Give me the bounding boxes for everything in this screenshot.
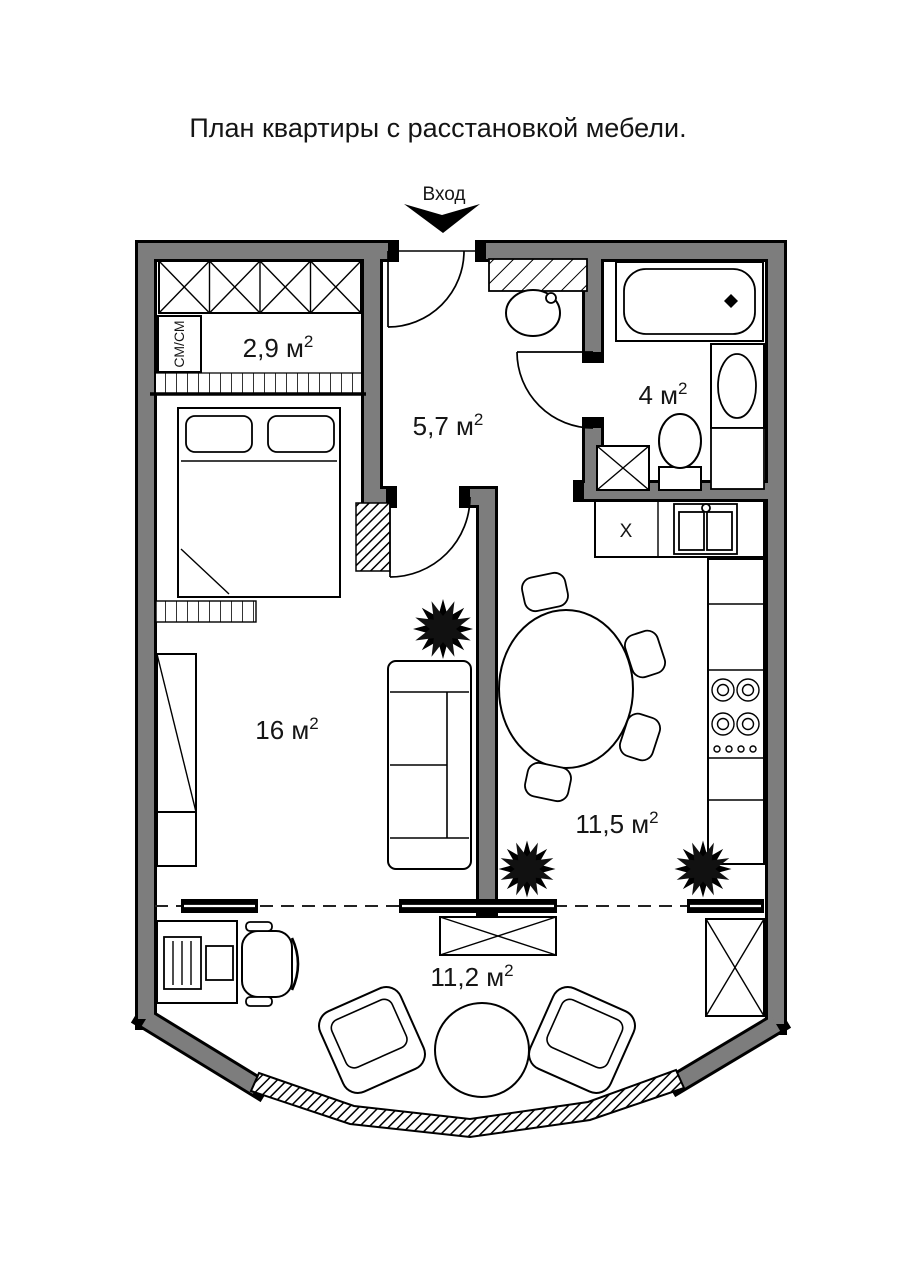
chair xyxy=(521,571,569,613)
page-title: План квартиры с расстановкой мебели. xyxy=(189,113,686,143)
room-door xyxy=(389,496,471,578)
balcony-area-label: 11,2 м2 xyxy=(430,961,513,992)
hob-label: X xyxy=(620,521,633,542)
chair xyxy=(623,629,667,679)
dining-table xyxy=(498,609,634,769)
bathroom-door xyxy=(516,351,594,429)
stove xyxy=(711,678,760,753)
wardrobe-crossed xyxy=(158,260,362,314)
window-sill xyxy=(687,899,764,913)
crossed-cabinet xyxy=(705,918,765,1017)
hanger-rail xyxy=(150,372,366,396)
kitchen-sink xyxy=(673,503,738,555)
sofa xyxy=(387,660,472,870)
dresser-rail xyxy=(155,600,257,623)
toilet xyxy=(658,413,702,491)
entrance-door xyxy=(387,250,465,328)
crossed-bench xyxy=(439,916,557,956)
bedroom-furniture xyxy=(155,407,472,870)
chair xyxy=(524,761,572,803)
kitchen-area-label: 11,5 м2 xyxy=(575,808,658,839)
chair xyxy=(618,712,662,762)
kitchen-counter-right xyxy=(707,558,765,865)
doors xyxy=(387,250,594,578)
balcony-furniture xyxy=(156,918,765,1100)
bed xyxy=(177,407,341,598)
kitchen-counter-top: X xyxy=(594,500,765,558)
closet-furniture: СМ/СМ xyxy=(150,260,366,396)
bathroom-fixtures xyxy=(488,258,765,491)
armchair xyxy=(312,980,432,1100)
armchair xyxy=(522,980,642,1100)
round-table xyxy=(434,1002,530,1098)
closet-area-label: 2,9 м2 xyxy=(243,332,314,363)
vanity-basin xyxy=(710,343,765,490)
entry-console-sink xyxy=(488,258,588,337)
washer-label: СМ/СМ xyxy=(171,320,187,367)
duct-shaft xyxy=(355,502,391,572)
hallway-area-label: 5,7 м2 xyxy=(413,410,484,441)
washing-machine: СМ/СМ xyxy=(157,315,202,373)
bathroom-area-label: 4 м2 xyxy=(638,379,687,410)
kitchen-fixtures: X xyxy=(498,500,765,865)
desk xyxy=(156,920,238,1004)
window-sill xyxy=(181,899,258,913)
plant-icon xyxy=(489,831,565,907)
bath-washer-crossed xyxy=(596,445,650,491)
desk-chair xyxy=(241,921,300,1007)
plant-icon xyxy=(403,589,483,669)
entrance-marker: Вход xyxy=(404,184,480,233)
balcony-window-wall xyxy=(155,899,764,956)
balcony-glazing xyxy=(249,1068,686,1139)
dining-chairs xyxy=(521,571,667,803)
tall-wardrobe xyxy=(156,653,197,867)
bathtub xyxy=(615,261,764,342)
room-labels: 2,9 м2 5,7 м2 4 м2 16 м2 11,5 м2 11,2 м2 xyxy=(243,332,688,992)
living-room-area-label: 16 м2 xyxy=(255,714,319,745)
drain-icon xyxy=(724,294,738,308)
entrance-label: Вход xyxy=(423,184,466,205)
window-sill xyxy=(399,899,557,913)
entrance-arrow-icon xyxy=(404,204,480,233)
